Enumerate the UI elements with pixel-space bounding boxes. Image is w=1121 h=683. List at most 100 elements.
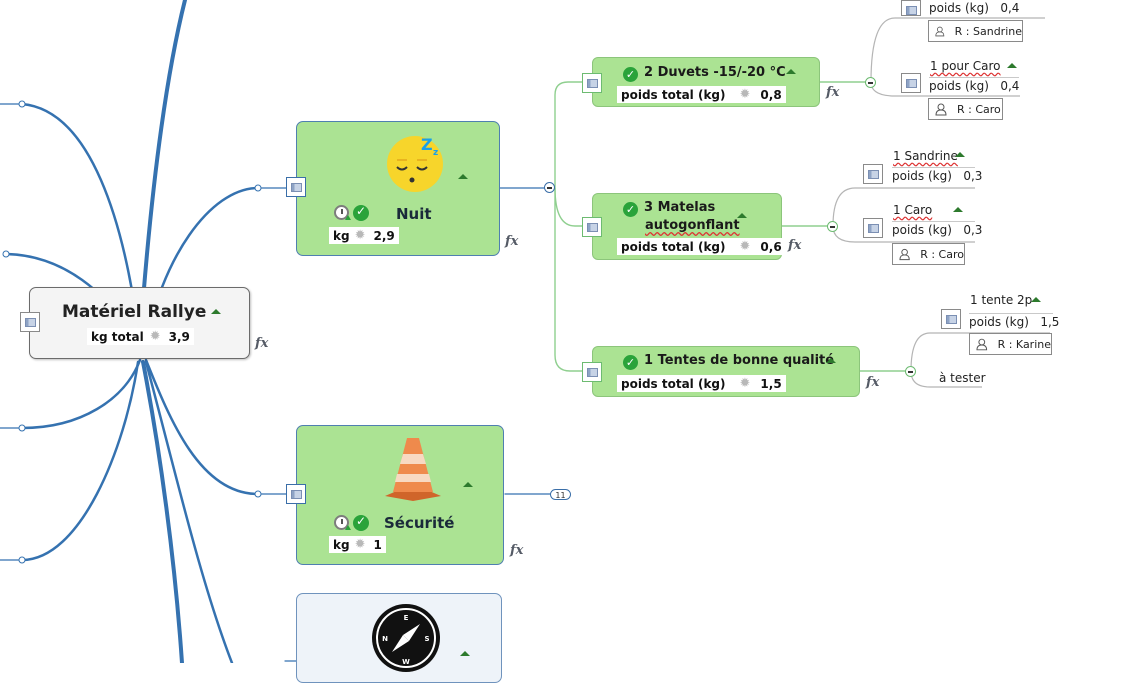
leaf-label: 1 tente 2p [970, 293, 1033, 307]
priority-triangle-icon [463, 482, 473, 487]
check-icon: ✓ [623, 355, 638, 370]
formula-icon[interactable]: fx [866, 375, 880, 390]
main-topic-nuit[interactable]: Z z Nuit kg ✹ 2,9 [296, 121, 500, 256]
subtopic-matelas[interactable]: ✓3 Matelas autogonflant poids total (kg)… [592, 193, 786, 260]
property-label: kg [333, 537, 350, 552]
note-icon[interactable] [20, 312, 40, 332]
priority-triangle-icon [953, 207, 963, 212]
property-value: 3,9 [168, 329, 190, 344]
compass-icon: E N S W [372, 604, 440, 672]
task-done-icon [353, 514, 369, 531]
compass-letter: E [404, 614, 409, 622]
formula-icon[interactable]: fx [826, 85, 840, 100]
property-value: 0,6 [760, 239, 782, 254]
gear-icon: ✹ [354, 228, 366, 243]
task-done-icon [353, 204, 369, 221]
property-label: poids total (kg) [621, 239, 726, 254]
main-topic-securite[interactable]: Sécurité kg ✹ 1 [296, 425, 504, 565]
gear-icon: ✹ [149, 329, 161, 344]
subtopic-duvets[interactable]: ✓2 Duvets -15/-20 °C poids total (kg) ✹ … [592, 57, 820, 107]
gear-icon: ✹ [739, 376, 751, 391]
leaf-weight-value: 0,3 [963, 223, 983, 237]
branch-line [144, 358, 260, 496]
leaf-weight-label: poids (kg) [929, 79, 989, 93]
property-value: 2,9 [373, 228, 395, 243]
leaf-label: 1 Caro [893, 203, 933, 217]
formula-icon[interactable]: fx [255, 336, 269, 351]
formula-icon[interactable]: fx [505, 234, 519, 249]
subtopic-property: poids total (kg) ✹ 1,5 [617, 375, 786, 392]
connector-lines [0, 0, 1050, 663]
branch-line [20, 360, 140, 562]
traffic-cone-icon [385, 438, 441, 501]
root-topic[interactable]: Matériel Rallye kg total ✹ 3,9 [29, 287, 250, 359]
subtopic-property: poids total (kg) ✹ 0,8 [617, 86, 786, 103]
collapse-button[interactable] [905, 366, 916, 377]
note-icon[interactable] [582, 362, 602, 382]
person-icon [899, 248, 910, 260]
main-topic-compass[interactable]: E N S W [296, 593, 502, 683]
root-property: kg total ✹ 3,9 [87, 328, 194, 345]
person-icon [935, 103, 947, 115]
priority-triangle-icon [460, 651, 470, 656]
collapse-button[interactable] [544, 182, 555, 193]
formula-icon[interactable]: fx [510, 543, 524, 558]
responsible-label: R : Sandrine [954, 24, 1022, 38]
gear-icon: ✹ [739, 87, 751, 102]
root-title: Matériel Rallye [62, 302, 207, 322]
expand-count-button[interactable]: 11 [550, 489, 571, 500]
priority-triangle-icon [826, 358, 836, 363]
collapse-button[interactable] [865, 77, 876, 88]
leaf-label: 1 pour Caro [930, 59, 1001, 73]
note-icon[interactable] [286, 484, 306, 504]
branch-node [18, 424, 26, 432]
resource-tag[interactable]: R : Karine [969, 333, 1052, 355]
property-label: poids total (kg) [621, 87, 726, 102]
note-icon[interactable] [863, 218, 883, 238]
sleeping-face-icon: Z z [387, 135, 443, 192]
subtopic-property: poids total (kg) ✹ 0,6 [617, 238, 786, 255]
subtopic-title-line2: autogonflant [645, 218, 740, 233]
note-icon[interactable] [863, 164, 883, 184]
subtopic-title: 2 Duvets -15/-20 °C [644, 65, 786, 80]
collapse-button[interactable] [827, 221, 838, 232]
leaf-weight-value: 1,5 [1040, 315, 1060, 329]
property-label: kg [333, 228, 350, 243]
property-label: kg total [91, 329, 144, 344]
main-topic-title: Sécurité [384, 514, 455, 532]
leaf-weight-label: poids (kg) [892, 169, 952, 183]
main-topic-title: Nuit [396, 205, 432, 223]
property-value: 0,8 [760, 87, 782, 102]
compass-letter: S [424, 635, 429, 643]
formula-icon[interactable]: fx [788, 238, 802, 253]
resource-tag[interactable]: R : Caro [928, 98, 1003, 120]
branch-line [138, 0, 187, 342]
subtopic-tentes[interactable]: ✓1 Tentes de bonne qualité poids total (… [592, 346, 860, 397]
branch-line [141, 360, 184, 663]
branch-node [254, 184, 262, 192]
resource-tag[interactable]: R : Caro [892, 243, 965, 265]
property-value: 1,5 [760, 376, 782, 391]
note-icon[interactable] [941, 309, 961, 329]
priority-triangle-icon [955, 152, 965, 157]
branch-node [18, 100, 26, 108]
person-icon [976, 338, 988, 350]
check-icon: ✓ [623, 202, 638, 217]
priority-triangle-icon [1031, 297, 1041, 302]
note-icon[interactable] [901, 0, 921, 16]
note-icon[interactable] [286, 177, 306, 197]
note-icon[interactable] [582, 217, 602, 237]
compass-letter: N [382, 635, 388, 643]
note-icon[interactable] [901, 73, 921, 93]
responsible-label: R : Caro [957, 102, 1001, 116]
priority-triangle-icon [458, 174, 468, 179]
priority-triangle-icon [1007, 63, 1017, 68]
priority-triangle-icon [786, 69, 796, 74]
property-label: poids total (kg) [621, 376, 726, 391]
branch-node [2, 250, 10, 258]
priority-triangle-icon [211, 309, 221, 314]
main-topic-property: kg ✹ 1 [329, 536, 386, 553]
main-topic-property: kg ✹ 2,9 [329, 227, 399, 244]
note-icon[interactable] [582, 73, 602, 93]
resource-tag[interactable]: R : Sandrine [928, 20, 1023, 42]
